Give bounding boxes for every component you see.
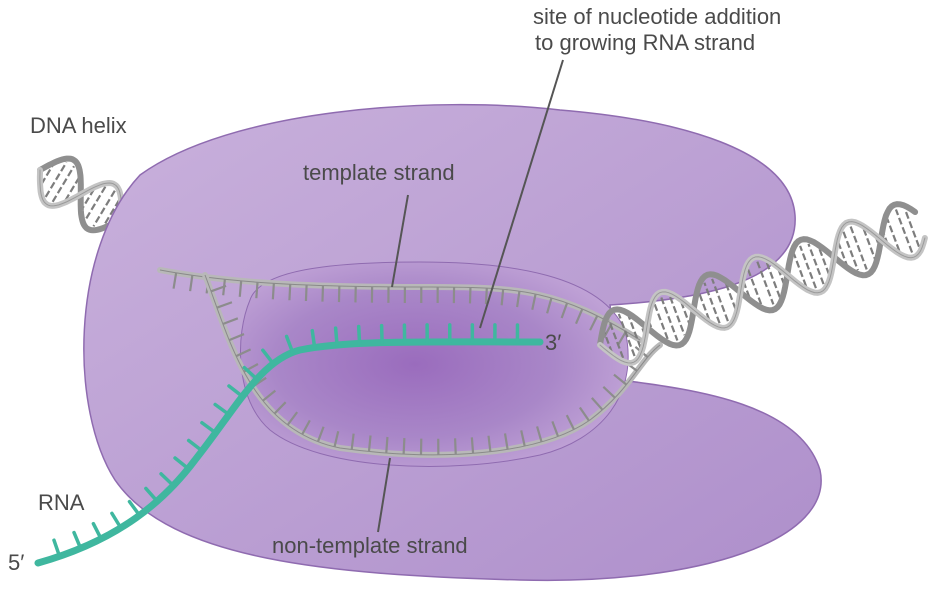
non-template-strand-base <box>455 438 456 454</box>
dna-right-base-pair <box>661 298 677 341</box>
rna-base <box>312 331 314 348</box>
template-strand-base <box>502 289 503 305</box>
dna-right-base-pair <box>800 246 816 288</box>
template-strand-base <box>306 285 307 301</box>
rna-base <box>93 524 101 539</box>
dna-helix-label: DNA helix <box>30 113 127 139</box>
template-strand-base <box>273 283 274 299</box>
rna-base <box>112 513 121 527</box>
site-label-line2: to growing RNA strand <box>533 30 781 56</box>
rna-base <box>359 327 360 344</box>
site-label-line1: site of nucleotide addition <box>533 4 781 30</box>
template-strand-base <box>322 286 323 302</box>
non-template-strand-base <box>386 437 387 453</box>
template-strand-base <box>486 288 487 304</box>
five-prime-label: 5′ <box>8 550 24 576</box>
site-label: site of nucleotide addition to growing R… <box>533 4 781 56</box>
non-template-strand-label: non-template strand <box>272 533 468 559</box>
non-template-strand-base <box>404 438 405 454</box>
template-strand-base <box>240 281 241 297</box>
non-template-strand-base <box>369 436 371 452</box>
rna-base <box>336 328 337 345</box>
rna-label: RNA <box>38 490 84 516</box>
three-prime-label: 3′ <box>545 330 561 356</box>
template-strand-base <box>289 284 290 300</box>
template-strand-label: template strand <box>303 160 455 186</box>
polymerase-cleft <box>240 262 628 466</box>
template-strand-base <box>256 282 257 298</box>
non-template-strand-base <box>472 437 473 453</box>
